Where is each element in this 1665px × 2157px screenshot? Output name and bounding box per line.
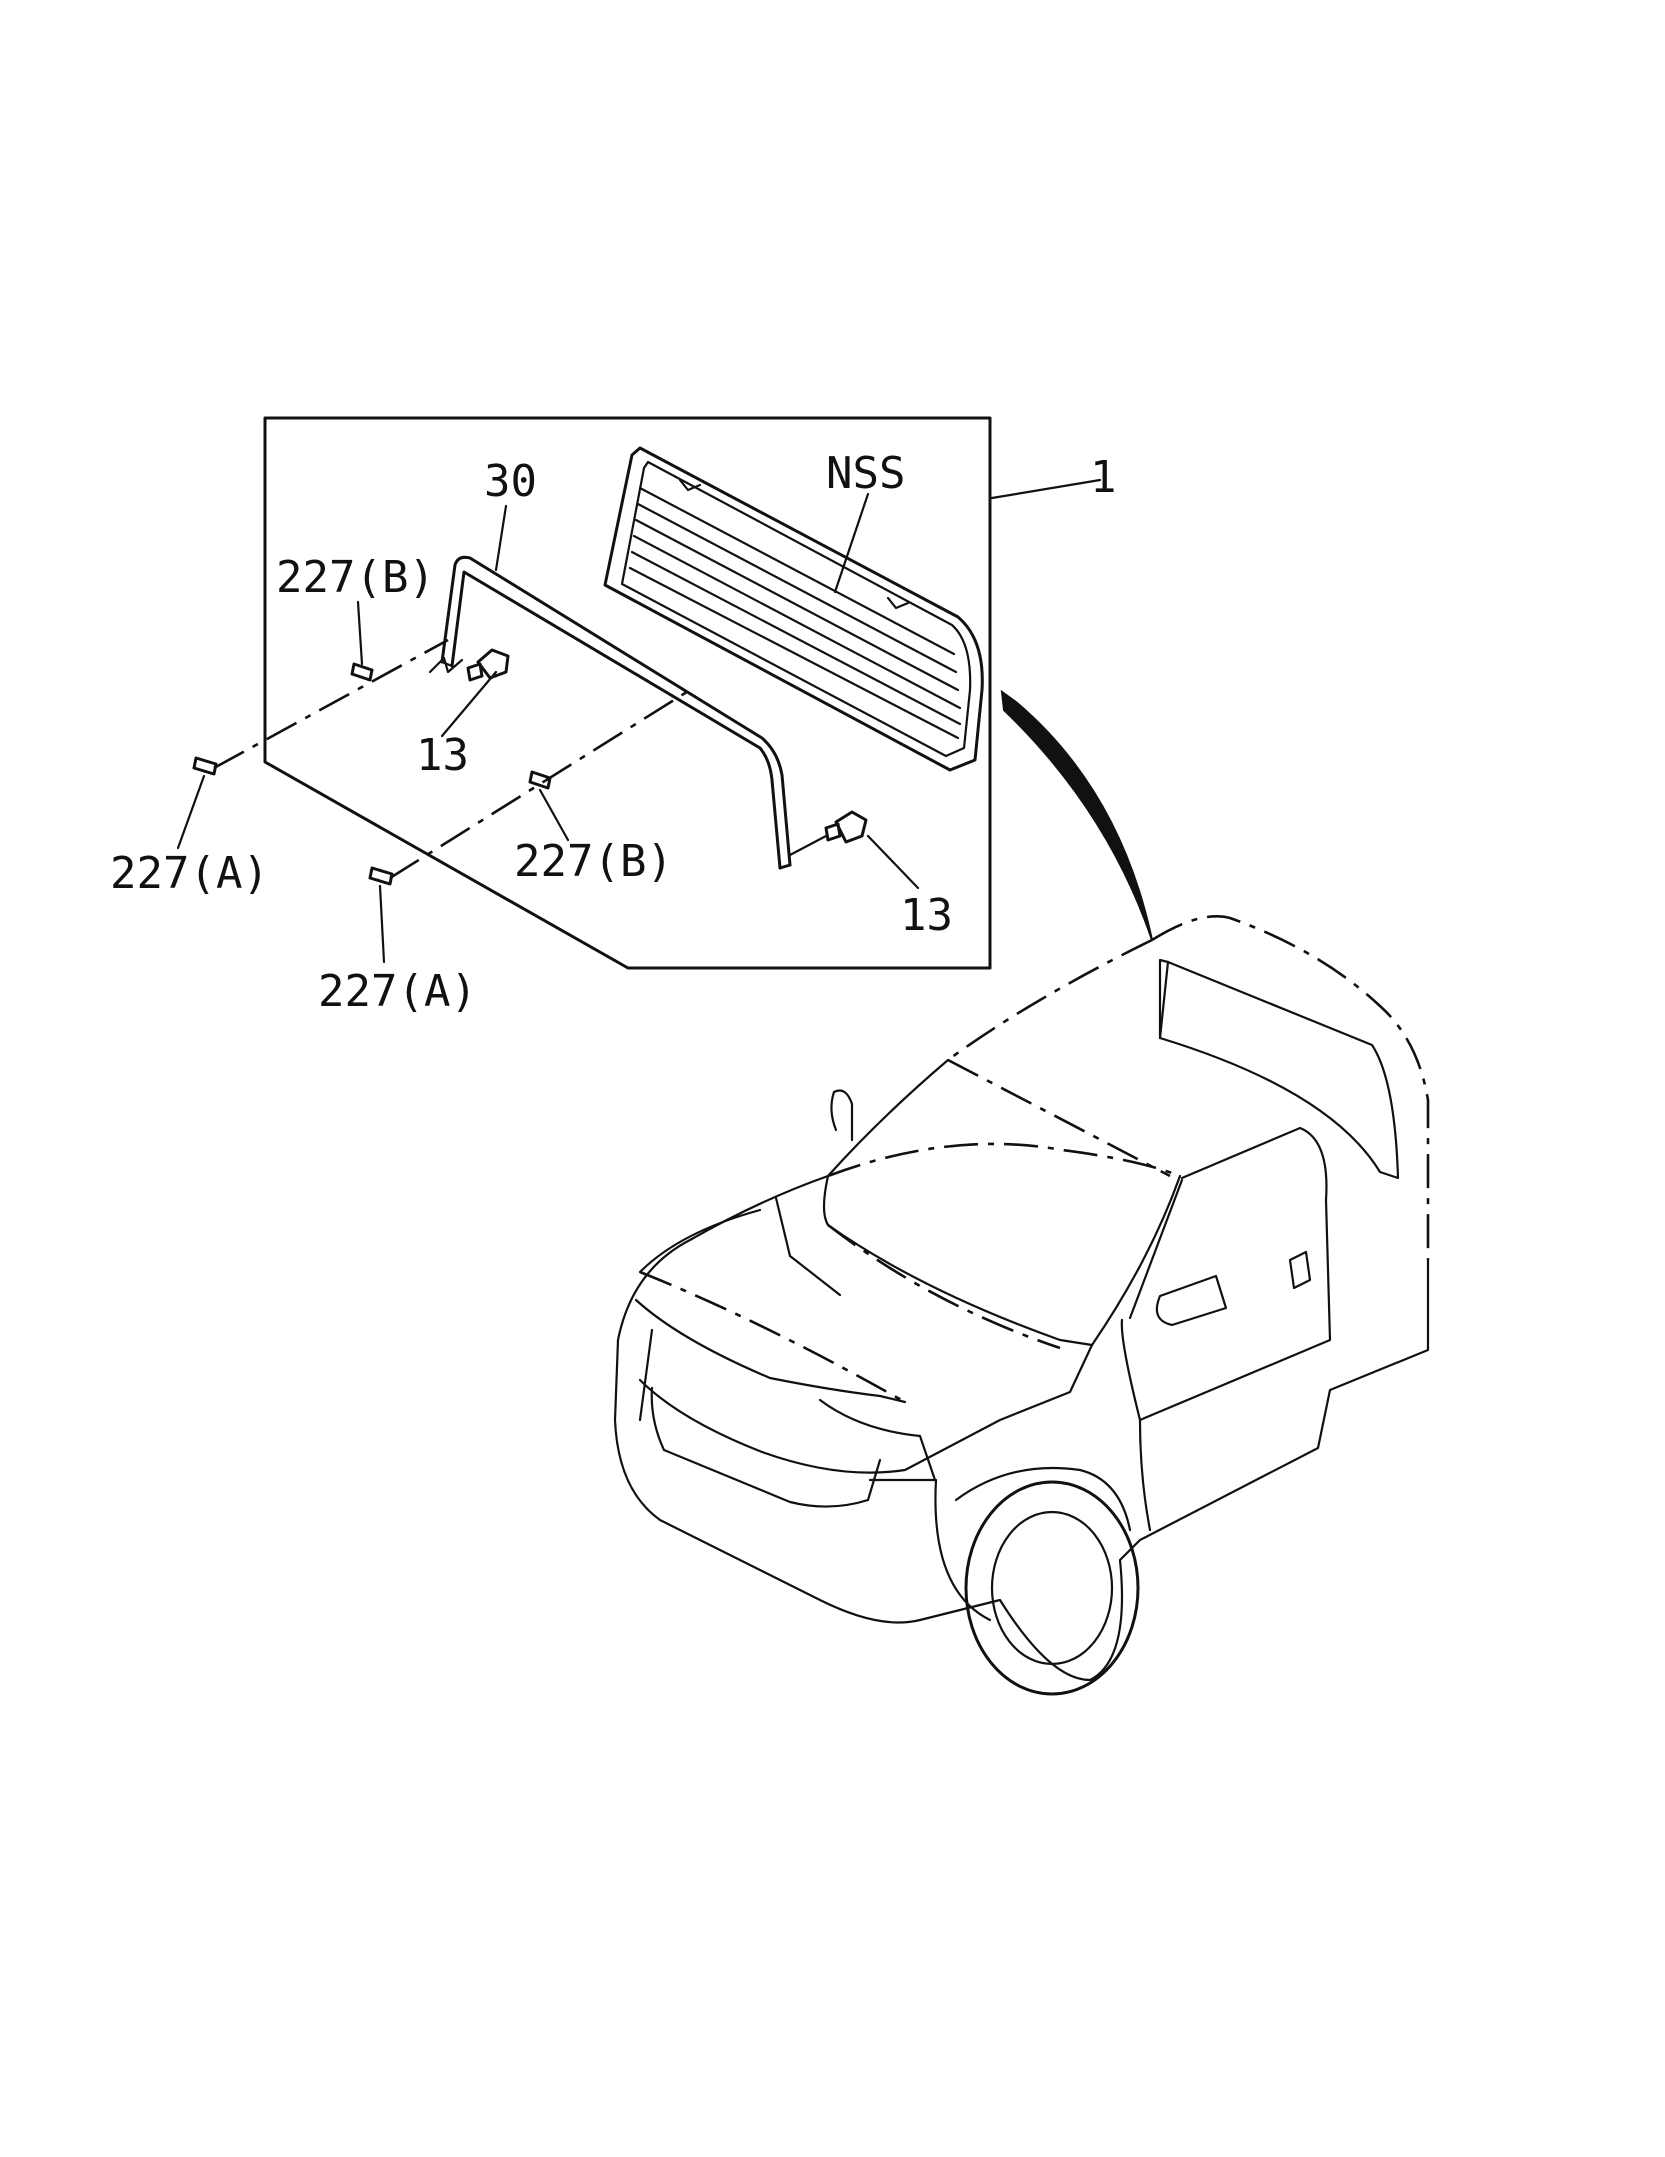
- spacer-227a-lower: [368, 866, 394, 886]
- label-spacer-227a-lower: 227(A): [318, 966, 477, 1017]
- spacer-227a-left: [192, 756, 218, 776]
- label-spacer-227a-left: 227(A): [110, 848, 269, 899]
- pointer-arrow: [1000, 689, 1153, 941]
- label-stud-13-lower: 13: [900, 890, 953, 941]
- label-weatherstrip-30: 30: [484, 456, 537, 507]
- stud-13-lower: [788, 810, 868, 857]
- spacer-227b-lower: [528, 770, 552, 790]
- stud-13-upper: [428, 648, 510, 682]
- label-spacer-227b-upper: 227(B): [276, 552, 435, 603]
- vehicle-outline: [613, 915, 1430, 1696]
- label-glass-nss: NSS: [826, 448, 905, 499]
- spacer-227b-upper: [350, 662, 374, 682]
- inset-panel-border: [263, 416, 992, 970]
- rear-glass-nss: [603, 446, 984, 772]
- weatherstrip-30: [440, 555, 792, 870]
- assembly-line-upper: [213, 638, 449, 770]
- label-assembly-1: 1: [1090, 452, 1117, 503]
- label-spacer-227b-lower: 227(B): [514, 836, 673, 887]
- label-stud-13-upper: 13: [416, 730, 469, 781]
- leader-lines: [176, 478, 1102, 964]
